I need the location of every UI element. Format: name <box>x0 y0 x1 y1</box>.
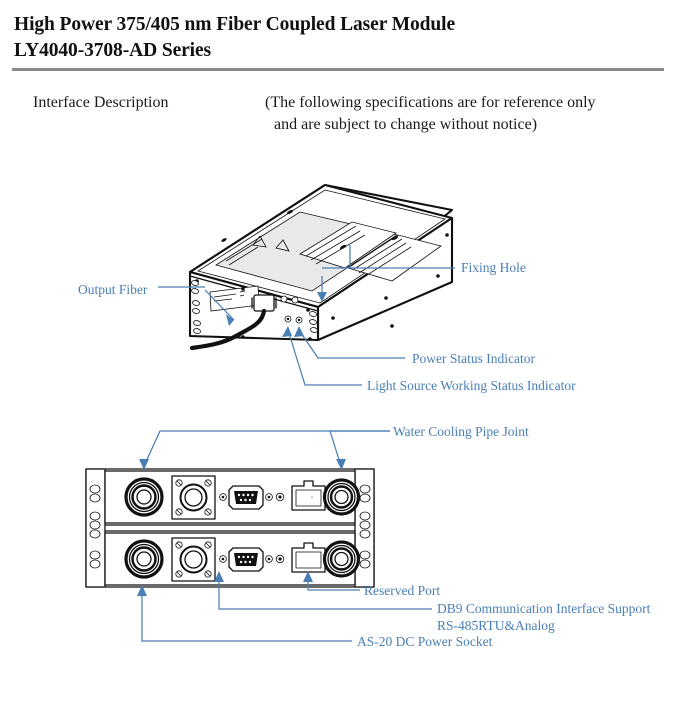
label-water-cooling-pipe-joint: Water Cooling Pipe Joint <box>393 424 529 439</box>
callout-water-cooling-pipe-joint <box>139 430 390 470</box>
side-face-screws <box>331 233 449 328</box>
water-pipe-joint-left-top <box>124 477 164 517</box>
page-title: High Power 375/405 nm Fiber Coupled Lase… <box>14 12 662 64</box>
label-db9-interface-line1: DB9 Communication Interface Support <box>437 601 651 616</box>
right-mounting-ear-slots <box>359 484 371 569</box>
dc-power-socket-bottom <box>171 537 216 582</box>
water-pipe-joint-left-bottom <box>124 539 164 579</box>
label-fixing-hole: Fixing Hole <box>461 260 526 275</box>
water-pipe-joint-right-top-final3 <box>322 478 361 516</box>
front-panel-two-unit-view <box>85 468 375 588</box>
label-light-source-status-indicator: Light Source Working Status Indicator <box>367 378 576 393</box>
unit-2-connectors <box>124 537 341 582</box>
water-pipe-joints-right-column-render <box>322 478 361 578</box>
label-power-status-indicator: Power Status Indicator <box>412 351 535 366</box>
water-pipe-joint-right-bottom-final3 <box>322 540 361 578</box>
reserved-port-bottom <box>291 542 326 573</box>
callout-dc-power-socket <box>137 585 352 642</box>
iso-right-ear-slots <box>309 311 318 333</box>
callout-light-source-status <box>282 326 362 386</box>
reserved-port-top <box>291 480 326 511</box>
label-output-fiber: Output Fiber <box>78 282 148 297</box>
unit-1-connectors <box>124 475 341 520</box>
label-reserved-port: Reserved Port <box>364 583 441 598</box>
label-dc-power-socket: AS-20 DC Power Socket <box>357 634 493 649</box>
callout-reserved-port <box>303 571 360 591</box>
top-warning-label <box>215 211 398 292</box>
label-db9-interface-line2: RS-485RTU&Analog <box>437 618 555 633</box>
isometric-laser-module-view <box>158 183 455 386</box>
title-line-2: LY4040-3708-AD Series <box>14 40 212 61</box>
iso-left-ear-slots <box>191 280 201 334</box>
callout-power-status <box>294 326 405 359</box>
left-mounting-ear-slots <box>89 484 101 569</box>
db9-port-top <box>219 485 273 510</box>
callout-output-fiber <box>158 286 235 326</box>
iso-front-panel-details <box>189 279 318 351</box>
dc-power-socket-top <box>171 475 216 520</box>
top-vent-grille <box>299 221 442 282</box>
reference-note-line-1: (The following specifications are for re… <box>265 94 596 111</box>
reference-note: (The following specifications are for re… <box>265 92 675 136</box>
section-label: Interface Description <box>33 94 169 111</box>
reference-note-line-2: and are subject to change without notice… <box>274 116 538 133</box>
title-line-1: High Power 375/405 nm Fiber Coupled Lase… <box>14 14 456 35</box>
top-face-screws <box>221 209 399 250</box>
header-divider <box>12 68 664 71</box>
db9-port-bottom <box>219 547 273 572</box>
callout-fixing-hole <box>317 245 455 302</box>
